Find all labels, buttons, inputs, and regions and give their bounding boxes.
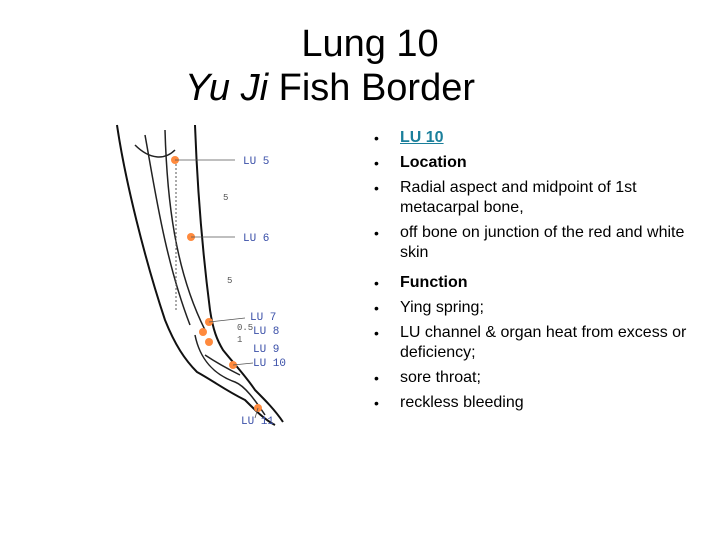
label-lu8: LU 8	[253, 326, 279, 338]
distance-label-4: 1	[237, 335, 242, 345]
elbow-outline	[134, 144, 176, 158]
leader-lu11	[254, 407, 259, 419]
bullet-function-3: sore throat;	[374, 368, 694, 388]
location-heading: Location	[400, 154, 467, 171]
lu10-link[interactable]: LU 10	[400, 129, 444, 146]
location-text-1: Radial aspect and midpoint of 1st metaca…	[400, 179, 637, 216]
hand-outline	[194, 334, 266, 416]
function-text-4: reckless bleeding	[400, 394, 524, 411]
function-heading: Function	[400, 274, 468, 291]
content-bullet-list: LU 10 Location Radial aspect and midpoin…	[374, 128, 694, 418]
label-lu6: LU 6	[243, 233, 269, 245]
point-lu9	[205, 338, 213, 346]
label-lu9: LU 9	[253, 344, 279, 356]
bullet-function-1: Ying spring;	[374, 298, 694, 318]
bullet-function-heading: Function	[374, 273, 694, 293]
forearm-outline	[116, 124, 284, 426]
point-lu8	[199, 328, 207, 336]
function-text-1: Ying spring;	[400, 299, 484, 316]
distance-label-2: 5	[227, 276, 232, 286]
bullet-point-link: LU 10	[374, 128, 694, 148]
label-lu10: LU 10	[253, 358, 286, 370]
title-pinyin: Yu Ji	[184, 67, 269, 109]
bullet-location-2: off bone on junction of the red and whit…	[374, 223, 694, 263]
bullet-location-1: Radial aspect and midpoint of 1st metaca…	[374, 178, 694, 218]
bullet-location-heading: Location	[374, 153, 694, 173]
bullet-function-4: reckless bleeding	[374, 393, 694, 413]
leader-lu10	[232, 362, 254, 366]
radius-bone	[144, 134, 191, 326]
slide-title: Lung 10 Yu Ji Fish Border	[0, 22, 720, 110]
distance-label-1: 5	[223, 193, 228, 203]
location-text-2: off bone on junction of the red and whit…	[400, 224, 685, 261]
distance-label-3: 0.5	[237, 323, 253, 333]
label-lu7: LU 7	[250, 312, 276, 324]
function-text-2: LU channel & organ heat from excess or d…	[400, 324, 687, 361]
bullet-function-2: LU channel & organ heat from excess or d…	[374, 323, 694, 363]
title-line-2: Yu Ji Fish Border	[0, 66, 720, 110]
label-lu11: LU 11	[241, 416, 274, 428]
label-lu5: LU 5	[243, 156, 269, 168]
leader-lu7	[208, 317, 246, 323]
forearm-illustration: LU 5 LU 6 LU 7 LU 8 LU 9 LU 10 LU 11 5 5…	[116, 124, 286, 428]
title-line-1: Lung 10	[301, 23, 439, 65]
function-text-3: sore throat;	[400, 369, 481, 386]
title-english: Fish Border	[268, 67, 476, 109]
